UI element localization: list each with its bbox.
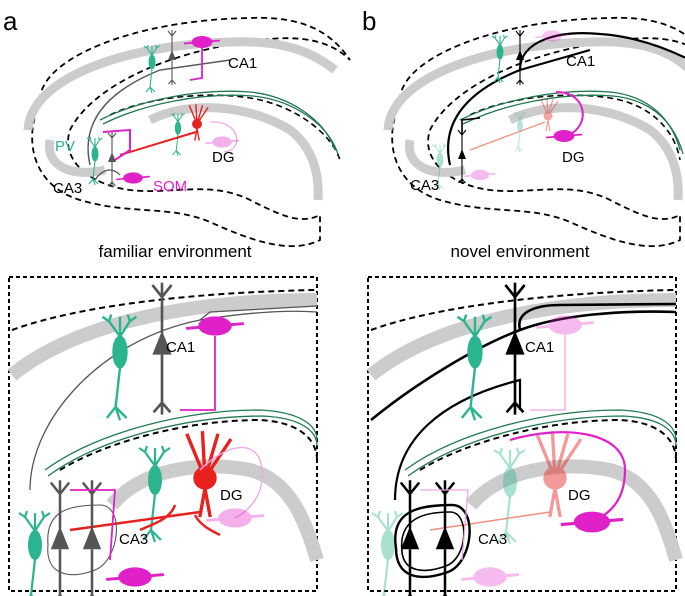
panel-a-zoom-ca1-label: CA1 <box>166 339 195 356</box>
panel-a-ca1-label: CA1 <box>228 55 257 72</box>
panel-a-caption: familiar environment <box>98 242 251 261</box>
panel-a-dg-label: DG <box>212 149 235 166</box>
panel-b-zoom-dg-label: DG <box>568 487 591 504</box>
panel-a-letter: a <box>3 6 18 36</box>
panel-a-overview <box>23 16 351 248</box>
panel-b-dg-label: DG <box>562 149 585 166</box>
panel-a-zoom-ca3-label: CA3 <box>119 531 148 548</box>
panel-a-som-label: SOM <box>153 178 187 195</box>
panel-b-caption: novel environment <box>451 242 590 261</box>
panel-b-overview <box>383 16 685 248</box>
panel-b-zoom <box>366 276 683 596</box>
panel-a-zoom-dg-label: DG <box>220 487 243 504</box>
panel-b-zoom-ca3-label: CA3 <box>478 531 507 548</box>
panel-b-ca1-label: CA1 <box>566 53 595 70</box>
panel-b-ca3-label: CA3 <box>410 177 439 194</box>
panel-a-zoom <box>7 276 324 596</box>
panel-a-pv-label: PV <box>55 138 75 155</box>
panel-b-letter: b <box>362 6 376 36</box>
panel-a-ca3-label: CA3 <box>53 180 82 197</box>
panel-b-zoom-ca1-label: CA1 <box>525 339 554 356</box>
